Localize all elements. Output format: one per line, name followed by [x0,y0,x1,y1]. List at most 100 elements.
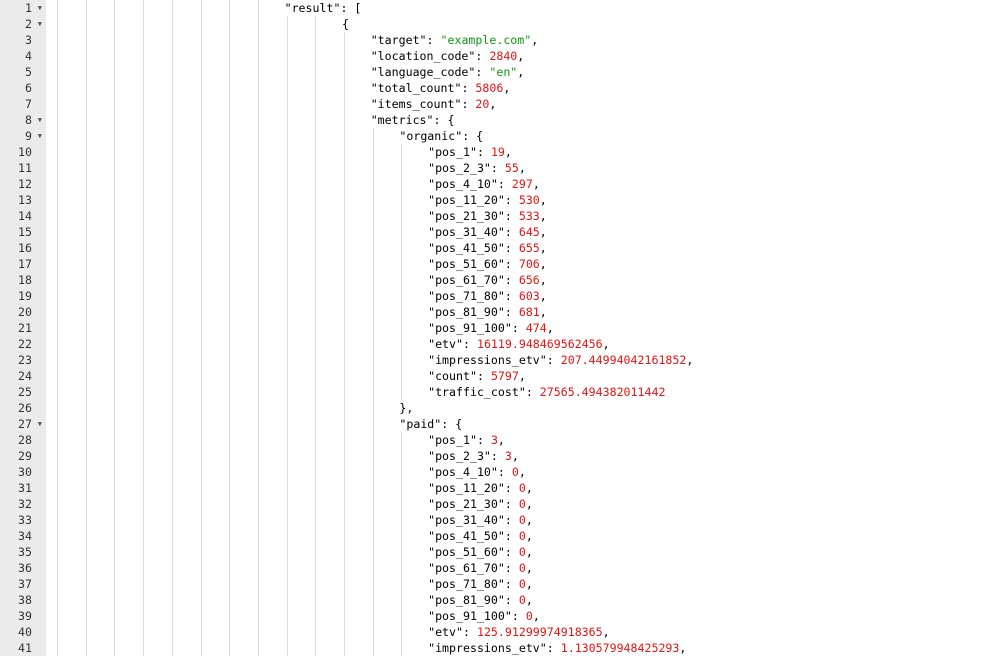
json-number-value: 207.44994042161852 [560,353,687,367]
json-punctuation: : { [462,129,484,143]
line-number: 32 [18,497,32,511]
code-line: "pos_91_100": 474, [428,320,554,336]
code-line: "pos_81_90": 0, [428,592,533,608]
gutter-line: 20 [0,304,46,320]
line-number: 13 [18,193,32,207]
code-line: "traffic_cost": 27565.494382011442 [428,384,665,400]
line-number: 4 [25,49,32,63]
json-punctuation: : [504,545,519,559]
json-punctuation: : [426,33,441,47]
json-punctuation: : [504,513,519,527]
gutter-line: 13 [0,192,46,208]
code-line: "pos_41_50": 655, [428,240,547,256]
indent-guide [401,144,403,400]
json-punctuation: : [504,305,519,319]
json-punctuation: , [518,465,526,479]
gutter-line: 39 [0,608,46,624]
json-key: "traffic_cost" [428,385,526,399]
json-punctuation: : [475,65,490,79]
json-punctuation: , [686,353,694,367]
line-number: 31 [18,481,32,495]
json-key: "metrics" [370,113,434,127]
line-number: 26 [18,401,32,415]
line-number: 6 [25,81,32,95]
gutter-line: 4 [0,48,46,64]
line-number: 11 [18,161,32,175]
code-line: "items_count": 20, [371,96,497,112]
code-line: "location_code": 2840, [371,48,525,64]
json-punctuation: : [504,257,519,271]
json-number-value: 681 [518,305,540,319]
json-punctuation: : [511,609,526,623]
json-number-value: 5797 [490,369,519,383]
code-line: }, [399,400,413,416]
json-number-value: 5806 [475,81,504,95]
fold-arrow-icon[interactable]: ▼ [37,420,42,428]
json-key: "pos_41_50" [428,529,505,543]
json-key: "pos_91_100" [428,321,512,335]
code-line: "language_code": "en", [371,64,525,80]
code-area[interactable]: "result": [{"target": "example.com","loc… [46,0,1000,656]
code-line: "organic": { [399,128,483,144]
code-line: "impressions_etv": 207.44994042161852, [428,352,693,368]
json-key: "result" [284,1,341,15]
json-punctuation: : [463,625,477,639]
code-line: "pos_71_80": 603, [428,288,547,304]
json-punctuation: , [602,625,610,639]
json-punctuation: , [517,49,525,63]
json-punctuation: , [525,545,533,559]
json-punctuation: : [546,641,561,655]
fold-arrow-icon[interactable]: ▼ [37,116,42,124]
json-number-value: 2840 [489,49,518,63]
fold-arrow-icon[interactable]: ▼ [37,132,42,140]
code-line: "target": "example.com", [371,32,539,48]
line-number: 16 [18,241,32,255]
json-number-value: 530 [518,193,540,207]
json-key: "pos_61_70" [428,273,505,287]
json-punctuation: , [525,577,533,591]
json-key: "pos_31_40" [428,225,505,239]
json-punctuation: , [539,273,547,287]
json-number-value: 1.130579948425293 [560,641,680,655]
code-line: "etv": 125.91299974918365, [428,624,610,640]
line-number: 41 [18,641,32,655]
json-punctuation: : [461,81,476,95]
json-punctuation: : [504,289,519,303]
fold-arrow-icon[interactable]: ▼ [37,4,42,12]
code-line: "pos_61_70": 656, [428,272,547,288]
json-key: "pos_1" [428,433,477,447]
line-number: 18 [18,273,32,287]
json-punctuation: , [518,161,526,175]
json-punctuation: , [539,241,547,255]
json-punctuation: : [463,337,477,351]
gutter-line: 36 [0,560,46,576]
code-line: "pos_11_20": 530, [428,192,547,208]
line-number: 29 [18,449,32,463]
json-key: "paid" [399,417,442,431]
gutter-line: 29 [0,448,46,464]
gutter-line: 15 [0,224,46,240]
json-punctuation: }, [399,401,414,415]
json-punctuation: : { [433,113,455,127]
json-punctuation: , [539,305,547,319]
json-number-value: 655 [518,241,540,255]
code-line: "count": 5797, [428,368,526,384]
gutter-line: 40 [0,624,46,640]
gutter-line: 37 [0,576,46,592]
indent-guide [257,0,259,656]
json-number-value: 706 [518,257,540,271]
gutter-line: 22 [0,336,46,352]
line-number: 27 [18,417,32,431]
gutter-line: 6 [0,80,46,96]
json-punctuation: , [532,609,540,623]
json-key: "pos_4_10" [428,177,498,191]
json-number-value: 0 [518,577,526,591]
json-key: "language_code" [370,65,476,79]
json-punctuation: , [525,497,533,511]
json-key: "total_count" [370,81,462,95]
fold-arrow-icon[interactable]: ▼ [37,20,42,28]
json-punctuation: : [504,593,519,607]
json-punctuation: , [525,529,533,543]
json-punctuation: : [490,449,505,463]
